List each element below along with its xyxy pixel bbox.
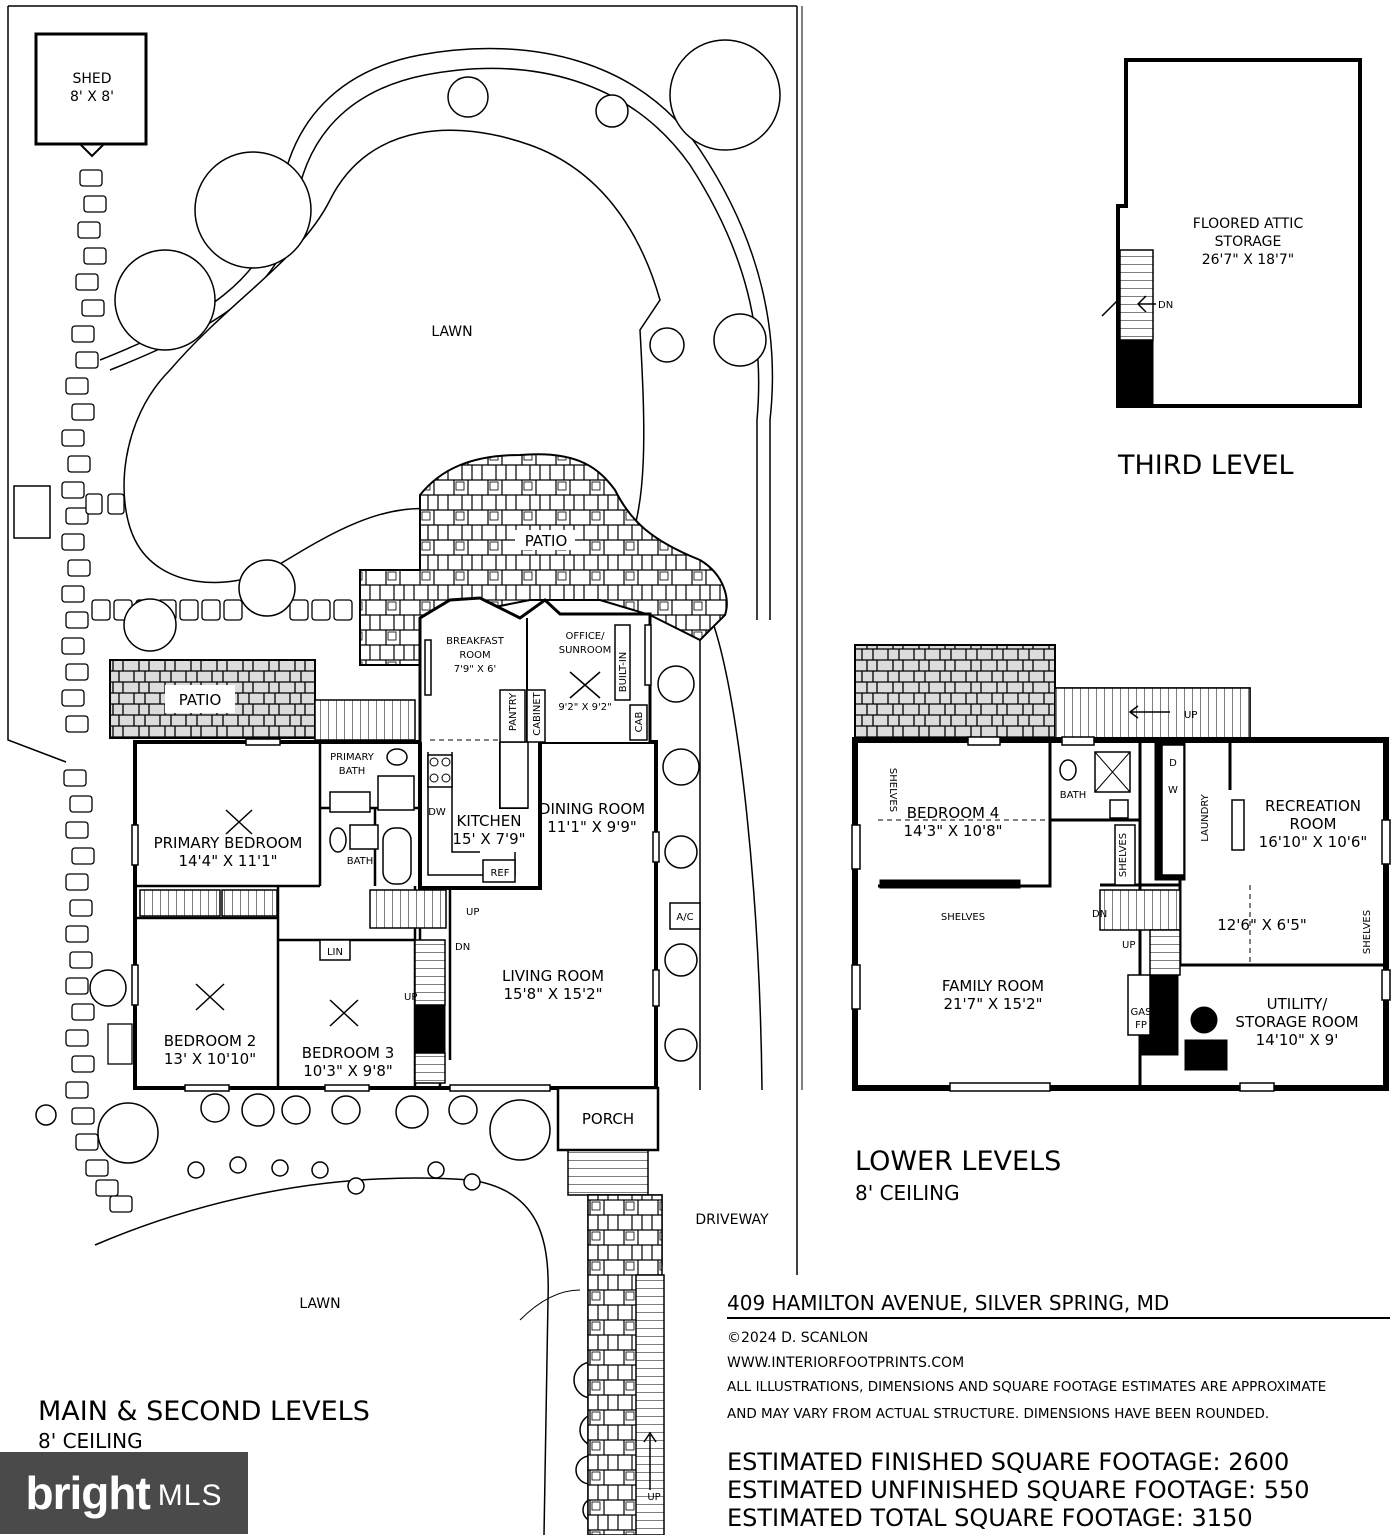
main-level-title: MAIN & SECOND LEVELS (38, 1396, 370, 1427)
trees (35, 39, 781, 1523)
front-lawn-label: LAWN (299, 1296, 340, 1312)
primary-bedroom-label: PRIMARY BEDROOM (154, 834, 303, 852)
stair-up2-label: UP (404, 992, 417, 1003)
shed-label: SHED (72, 71, 111, 87)
gas-label: GAS (1131, 1007, 1152, 1018)
kitchen-label: KITCHEN (457, 812, 522, 830)
bedroom3-label: BEDROOM 3 (302, 1044, 395, 1062)
lower-bath-label: BATH (1060, 790, 1087, 801)
primary-bath-label-2: BATH (339, 766, 366, 777)
porch-label: PORCH (582, 1110, 634, 1128)
main-house (131, 596, 660, 1152)
disclaimer-line-2: AND MAY VARY FROM ACTUAL STRUCTURE. DIME… (727, 1406, 1269, 1422)
laundry-label: LAUNDRY (1200, 793, 1211, 841)
total-sqft: ESTIMATED TOTAL SQUARE FOOTAGE: 3150 (727, 1504, 1253, 1532)
stair-up-label: UP (466, 907, 479, 918)
bright-logo-text: bright (25, 1467, 151, 1519)
third-level-title: THIRD LEVEL (1117, 450, 1294, 481)
breakfast-label-1: BREAKFAST (446, 636, 505, 647)
family-room-label: FAMILY ROOM (942, 977, 1044, 995)
office-size: 9'2" X 9'2" (558, 702, 611, 713)
primary-bedroom-size: 14'4" X 11'1" (178, 852, 277, 870)
bedroom2-size: 13' X 10'10" (164, 1050, 256, 1068)
mls-logo-text: MLS (157, 1479, 223, 1512)
finished-sqft: ESTIMATED FINISHED SQUARE FOOTAGE: 2600 (727, 1448, 1289, 1476)
shelves-a-label: SHELVES (887, 768, 898, 812)
back-lawn-label: LAWN (431, 324, 472, 340)
washer-label: W (1168, 785, 1178, 796)
cab-label: CAB (634, 712, 645, 733)
bright-mls-badge: bright MLS (0, 1452, 248, 1534)
shelves-b-label: SHELVES (941, 912, 985, 923)
lower-level-plan (851, 644, 1391, 1092)
third-level-plan (1101, 58, 1362, 408)
lower-level-title: LOWER LEVELS (855, 1146, 1061, 1177)
address: 409 HAMILTON AVENUE, SILVER SPRING, MD (727, 1291, 1169, 1315)
refrigerator-label: REF (490, 868, 509, 879)
stair-dn-label: DN (455, 942, 470, 953)
breakfast-label-2: ROOM (459, 650, 490, 661)
unfinished-sqft: ESTIMATED UNFINISHED SQUARE FOOTAGE: 550 (727, 1476, 1310, 1504)
attic-size: 26'7" X 18'7" (1202, 252, 1295, 268)
ac-label: A/C (676, 912, 693, 923)
side-patio-label: PATIO (179, 691, 222, 709)
built-in-label: BUILT-IN (618, 652, 629, 693)
attic-dn-label: DN (1158, 300, 1173, 311)
kitchen-size: 15' X 7'9" (452, 830, 525, 848)
dryer-label: D (1169, 758, 1177, 769)
lower-dn-label: DN (1092, 909, 1107, 920)
recreation-label-1: RECREATION (1265, 797, 1361, 815)
dining-label: DINING ROOM (539, 800, 645, 818)
lower-up2-label: UP (1122, 940, 1135, 951)
attic-label-1: FLOORED ATTIC (1193, 216, 1304, 232)
primary-bath-label-1: PRIMARY (330, 752, 375, 763)
shelves-c-label: SHELVES (1118, 833, 1129, 877)
pantry-label: PANTRY (508, 692, 519, 731)
copyright: ©2024 D. SCANLON (727, 1330, 868, 1346)
linen-label: LIN (327, 947, 343, 958)
bedroom3-size: 10'3" X 9'8" (303, 1062, 393, 1080)
office-label-1: OFFICE/ (566, 631, 606, 642)
bedroom4-label: BEDROOM 4 (907, 804, 1000, 822)
lot-line (7, 5, 798, 1090)
bath-label: BATH (347, 856, 374, 867)
driveway-label: DRIVEWAY (695, 1212, 769, 1228)
recreation-label-2: ROOM (1290, 815, 1337, 833)
attic-label-2: STORAGE (1215, 234, 1282, 250)
bedroom4-size: 14'3" X 10'8" (903, 822, 1002, 840)
breakfast-size: 7'9" X 6' (454, 664, 496, 675)
cabinet-label: CABINET (532, 691, 543, 735)
stepping-stones (61, 169, 353, 1213)
website: WWW.INTERIORFOOTPRINTS.COM (727, 1355, 964, 1371)
living-label: LIVING ROOM (502, 967, 604, 985)
utility-label-2: STORAGE ROOM (1235, 1013, 1358, 1031)
fireplace-label: FP (1135, 1020, 1147, 1031)
shelves-d-label: SHELVES (1362, 910, 1373, 954)
dishwasher-label: DW (428, 807, 446, 818)
bedroom2-label: BEDROOM 2 (164, 1032, 257, 1050)
recreation-size: 16'10" X 10'6" (1259, 833, 1368, 851)
lower-level-ceiling: 8' CEILING (855, 1181, 960, 1205)
utility-size: 14'10" X 9' (1256, 1031, 1339, 1049)
shed-size: 8' X 8' (70, 89, 114, 105)
shed (34, 32, 148, 146)
walk-up-label: UP (647, 1492, 660, 1503)
dining-size: 11'1" X 9'9" (547, 818, 637, 836)
living-size: 15'8" X 15'2" (503, 985, 602, 1003)
disclaimer-line-1: ALL ILLUSTRATIONS, DIMENSIONS AND SQUARE… (727, 1379, 1326, 1395)
office-label-2: SUNROOM (559, 645, 611, 656)
family-room-size: 21'7" X 15'2" (943, 995, 1042, 1013)
lower-up-label: UP (1184, 710, 1197, 721)
utility-label-1: UTILITY/ (1267, 995, 1329, 1013)
hall-size: 12'6" X 6'5" (1217, 916, 1307, 934)
site-plan (7, 5, 803, 1535)
main-level-ceiling: 8' CEILING (38, 1429, 143, 1453)
main-patio-label: PATIO (525, 532, 568, 550)
